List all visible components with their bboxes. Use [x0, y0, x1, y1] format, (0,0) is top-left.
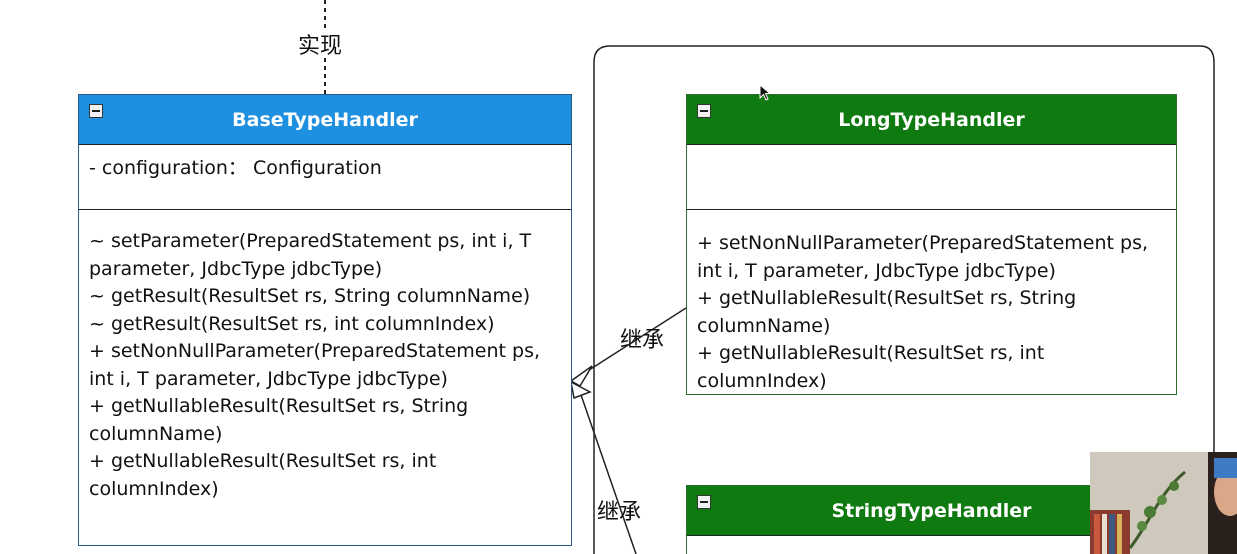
- method-item: ~ getResult(ResultSet rs, String columnN…: [89, 285, 531, 307]
- attributes-section: - configuration： Configuration: [79, 145, 571, 210]
- base-type-handler-class[interactable]: BaseTypeHandler - configuration： Configu…: [78, 94, 572, 546]
- attributes-section: [687, 145, 1176, 210]
- long-type-handler-header: LongTypeHandler: [687, 95, 1176, 145]
- collapse-icon[interactable]: [697, 104, 711, 118]
- method-item: ~ getResult(ResultSet rs, int columnInde…: [89, 312, 495, 335]
- class-name: BaseTypeHandler: [232, 108, 418, 131]
- method-item: + setNonNullParameter(PreparedStatement …: [89, 340, 541, 390]
- base-type-handler-header: BaseTypeHandler: [79, 95, 571, 145]
- inheritance-arrowhead-long: [569, 365, 593, 388]
- method-item: + setNonNullParameter(PreparedStatement …: [697, 232, 1149, 282]
- method-item: + getNullableResult(ResultSet rs, int co…: [697, 342, 1045, 392]
- collapse-icon[interactable]: [697, 495, 711, 509]
- inheritance-label-string: 继承: [597, 500, 642, 525]
- webcam-overlay: [1090, 452, 1237, 554]
- attribute-item: - configuration： Configuration: [89, 157, 382, 179]
- method-item: + getNullableResult(ResultSet rs, String…: [697, 287, 1077, 337]
- long-type-handler-class[interactable]: LongTypeHandler + setNonNullParameter(Pr…: [686, 94, 1177, 395]
- methods-section: ~ setParameter(PreparedStatement ps, int…: [79, 210, 571, 511]
- method-item: + getNullableResult(ResultSet rs, String…: [89, 395, 469, 445]
- group-frame: [593, 45, 1215, 554]
- class-name: StringTypeHandler: [831, 499, 1032, 522]
- inheritance-line-string: [579, 391, 637, 554]
- mouse-cursor-icon: [759, 84, 772, 101]
- inheritance-line-long: [585, 307, 687, 373]
- inheritance-arrowhead-string: [569, 380, 592, 400]
- method-item: + getNullableResult(ResultSet rs, int co…: [89, 450, 437, 500]
- realization-label: 实现: [298, 34, 343, 59]
- collapse-icon[interactable]: [89, 104, 103, 118]
- class-name: LongTypeHandler: [838, 108, 1025, 131]
- webcam-scene-icon: [1090, 452, 1237, 554]
- inheritance-label-long: 继承: [620, 328, 665, 353]
- methods-section: + setNonNullParameter(PreparedStatement …: [687, 210, 1176, 403]
- method-item: ~ setParameter(PreparedStatement ps, int…: [89, 230, 532, 280]
